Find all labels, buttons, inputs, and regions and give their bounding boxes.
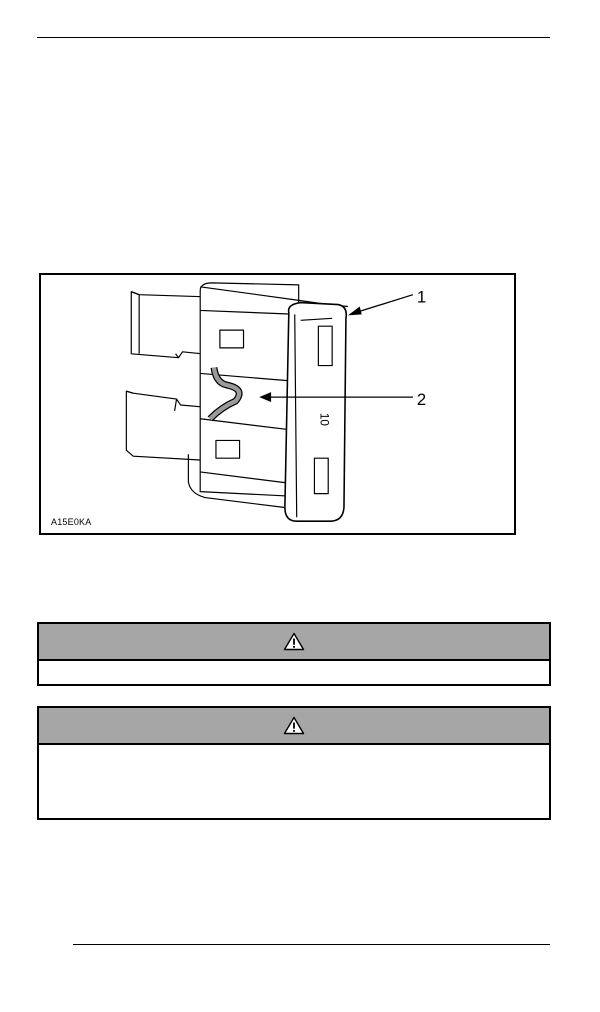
- callout-2: 2: [417, 390, 426, 409]
- warning-body: [39, 745, 549, 818]
- warning-notice: [37, 706, 551, 820]
- callout-1: 1: [417, 288, 426, 307]
- fuse-rating-marking: 10: [317, 413, 331, 427]
- caution-notice: [37, 622, 551, 686]
- caution-band: [39, 624, 549, 661]
- fuse-illustration: 10 1 2 A15E0KA: [39, 273, 516, 535]
- header-rule: [37, 37, 550, 38]
- warning-band: [39, 708, 549, 745]
- footer-rule: [73, 944, 550, 945]
- warning-triangle-icon: [283, 632, 305, 651]
- figure-code: A15E0KA: [51, 517, 92, 527]
- blade-fuse-drawing: 10 1 2: [125, 282, 426, 522]
- caution-body: [39, 661, 549, 684]
- warning-triangle-icon: [283, 716, 305, 735]
